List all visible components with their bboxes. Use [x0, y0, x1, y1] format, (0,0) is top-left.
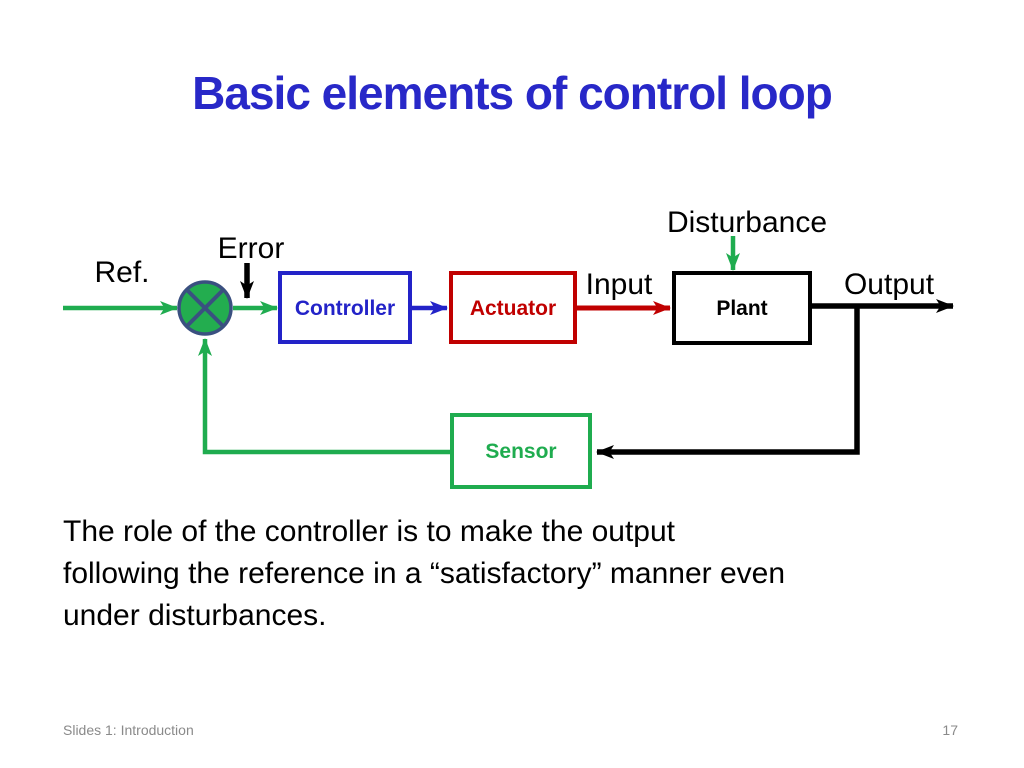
- slide-footer: Slides 1: Introduction 17: [63, 722, 958, 738]
- slide-body-text: The role of the controller is to make th…: [63, 511, 993, 637]
- ref-label: Ref.: [94, 256, 149, 289]
- body-line: following the reference in a “satisfacto…: [63, 557, 786, 590]
- footer-title: Slides 1: Introduction: [63, 722, 194, 738]
- sensor-block: Sensor: [450, 413, 592, 489]
- body-line: The role of the controller is to make th…: [63, 515, 675, 548]
- sensor-label: Sensor: [485, 440, 556, 463]
- body-line: under disturbances.: [63, 599, 327, 632]
- error-label: Error: [218, 232, 285, 265]
- feedback-return-line: [198, 338, 452, 455]
- actuator-label: Actuator: [470, 297, 556, 320]
- plant-label: Plant: [716, 297, 767, 320]
- input-label: Input: [586, 268, 653, 301]
- output-label: Output: [844, 268, 935, 301]
- page-number: 17: [942, 722, 958, 738]
- actuator-block: Actuator: [449, 271, 577, 344]
- plant-block: Plant: [672, 271, 812, 345]
- controller-block: Controller: [278, 271, 412, 344]
- control-loop-diagram: Controller Actuator Plant Sensor Ref: [63, 206, 954, 489]
- feedback-branch-line: [596, 306, 860, 459]
- summing-junction: [177, 280, 233, 336]
- controller-label: Controller: [295, 297, 395, 320]
- slide-title: Basic elements of control loop: [192, 67, 833, 119]
- disturbance-label: Disturbance: [667, 206, 827, 239]
